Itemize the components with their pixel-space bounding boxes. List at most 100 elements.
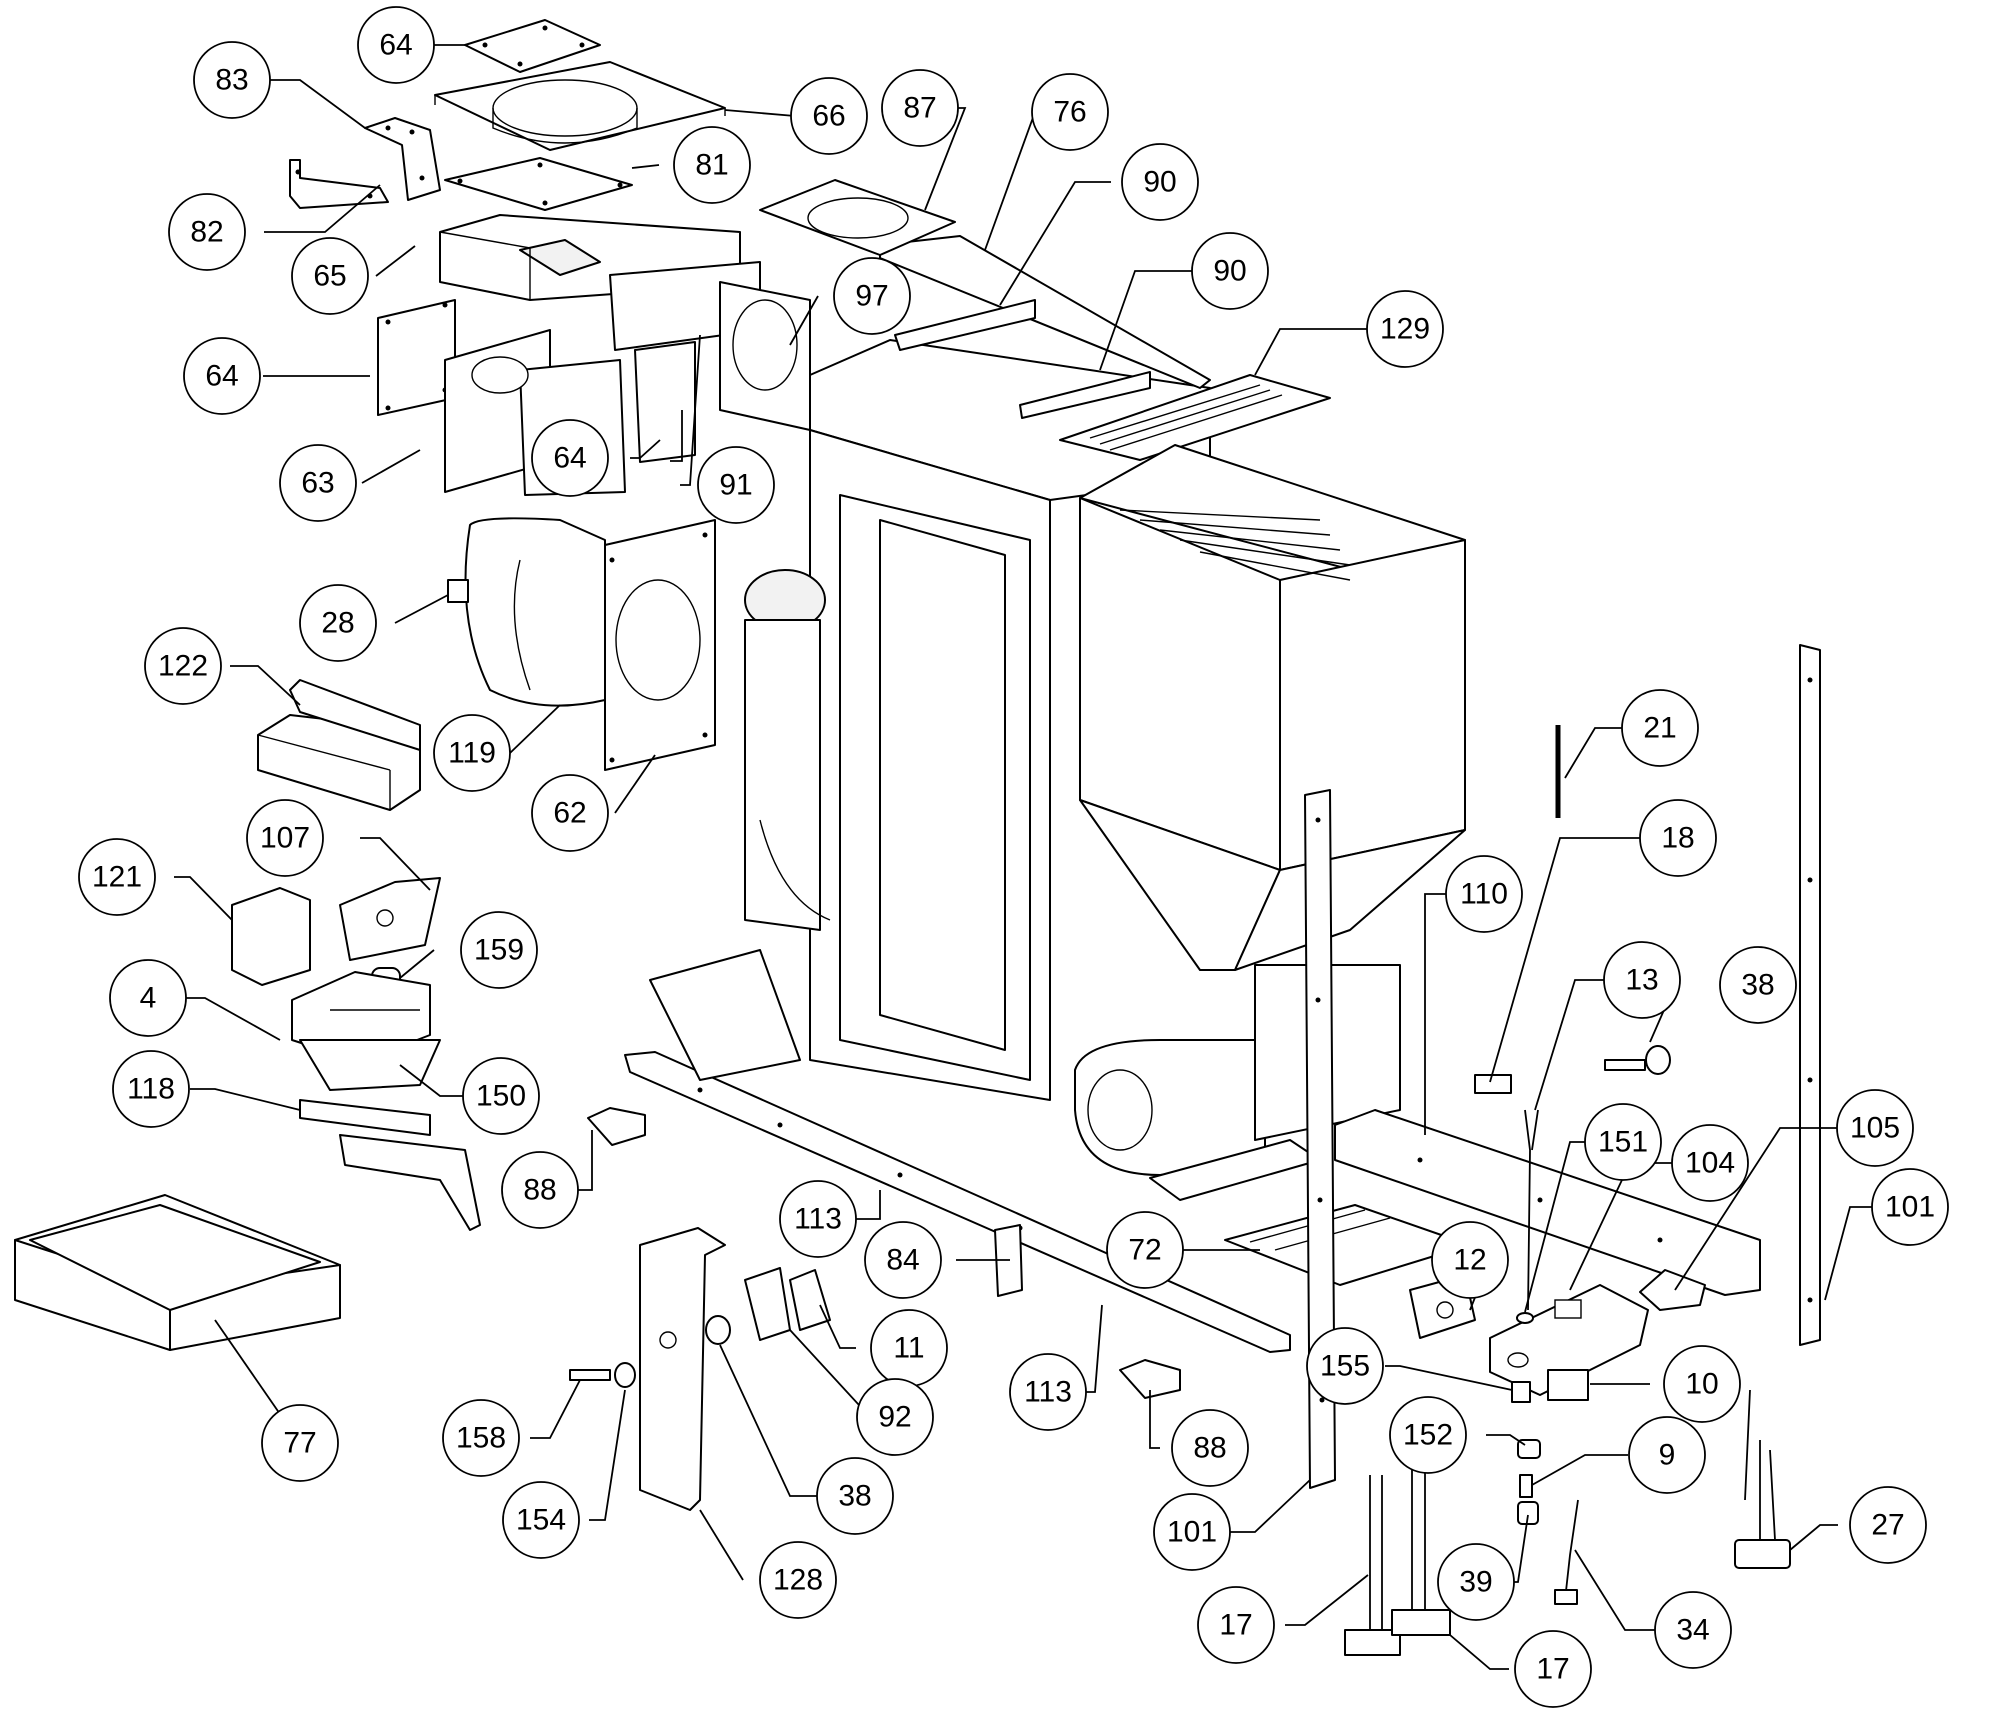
callout-label: 62 (553, 797, 586, 830)
callout-128: 128 (759, 1541, 837, 1619)
part-64-small-plate (634, 341, 696, 463)
part-92-bracket (744, 1267, 791, 1341)
part-151-washer (1516, 1312, 1534, 1324)
callout-label: 91 (719, 469, 752, 502)
part-83-bracket (364, 117, 441, 201)
callout-circle (1031, 73, 1109, 151)
callout-152: 152 (1389, 1396, 1467, 1474)
base-front-left (649, 949, 801, 1081)
callout-107: 107 (246, 799, 324, 877)
callout-34: 34 (1654, 1591, 1732, 1669)
callout-circle (78, 838, 156, 916)
callout-label: 92 (878, 1401, 911, 1434)
part-155-connector (1511, 1381, 1531, 1403)
part-4-burner-body (291, 971, 441, 1091)
part-88-bracket-top (587, 1107, 646, 1146)
callout-17b: 17 (1514, 1630, 1592, 1708)
part-97-duct (719, 281, 811, 431)
callout-label: 152 (1403, 1419, 1453, 1452)
callout-label: 90 (1143, 166, 1176, 199)
callout-110: 110 (1445, 855, 1523, 933)
part-72-base-grate (1224, 1204, 1471, 1286)
callout-circle (1171, 1409, 1249, 1487)
callout-circle (279, 444, 357, 522)
callout-label: 13 (1625, 964, 1658, 997)
callout-label: 154 (516, 1504, 566, 1537)
callout-label: 101 (1167, 1516, 1217, 1549)
callout-39: 39 (1437, 1543, 1515, 1621)
callout-118: 118 (112, 1050, 190, 1128)
callout-circle (833, 257, 911, 335)
parts-drawing (14, 19, 1821, 1656)
part-64-side-plate (377, 299, 456, 416)
callout-92: 92 (856, 1378, 934, 1456)
callout-circle (856, 1378, 934, 1456)
callout-28: 28 (299, 584, 377, 662)
callout-83: 83 (193, 41, 271, 119)
part-107-lid (339, 877, 441, 961)
part-17-foot-right (1391, 1455, 1451, 1636)
callout-label: 38 (838, 1480, 871, 1513)
callout-circle (1621, 689, 1699, 767)
part-38-knob-left (705, 1315, 731, 1345)
callout-circle (1514, 1630, 1592, 1708)
callout-label: 101 (1885, 1191, 1935, 1224)
callout-label: 128 (773, 1564, 823, 1597)
part-88-bracket-bottom (1119, 1359, 1181, 1399)
callout-66: 66 (790, 77, 868, 155)
callout-circle (816, 1457, 894, 1535)
callout-circle (1836, 1089, 1914, 1167)
callout-circle (1849, 1486, 1927, 1564)
callout-circle (261, 1404, 339, 1482)
callout-circle (531, 774, 609, 852)
callout-label: 64 (379, 29, 412, 62)
callout-circle (193, 41, 271, 119)
callout-circle (1628, 1416, 1706, 1494)
callout-label: 64 (553, 442, 586, 475)
callout-circle (1445, 855, 1523, 933)
part-10-relay (1547, 1369, 1589, 1401)
callout-97: 97 (833, 257, 911, 335)
callout-64c: 64 (531, 419, 609, 497)
callout-label: 118 (127, 1073, 175, 1106)
callout-circle (881, 69, 959, 147)
callout-label: 158 (456, 1422, 506, 1455)
callout-circle (1671, 1124, 1749, 1202)
callout-129: 129 (1366, 290, 1444, 368)
callout-87: 87 (881, 69, 959, 147)
callout-label: 4 (140, 982, 157, 1015)
callout-circle (1197, 1586, 1275, 1664)
callout-circle (433, 714, 511, 792)
callout-label: 66 (812, 100, 845, 133)
callout-circle (1121, 143, 1199, 221)
callout-label: 18 (1661, 822, 1694, 855)
part-101-upright-left (1304, 789, 1336, 1489)
callout-circle (864, 1221, 942, 1299)
part-105-bracket (1639, 1269, 1706, 1311)
callout-circle (1871, 1168, 1949, 1246)
callout-label: 12 (1453, 1244, 1486, 1277)
callout-64a: 64 (357, 6, 435, 84)
callout-77: 77 (261, 1404, 339, 1482)
callout-label: 122 (158, 650, 208, 683)
callout-circle (1389, 1396, 1467, 1474)
callout-label: 151 (1598, 1126, 1648, 1159)
callout-label: 65 (313, 260, 346, 293)
part-122-tray (257, 679, 421, 811)
callout-64b: 64 (183, 337, 261, 415)
callout-151: 151 (1584, 1103, 1662, 1181)
part-66-top-flange (434, 61, 726, 151)
callout-label: 129 (1380, 313, 1430, 346)
part-128-plate (639, 1227, 726, 1511)
callout-circle (1366, 290, 1444, 368)
part-38-knob-right (1604, 1045, 1671, 1075)
callout-circle (246, 799, 324, 877)
callout-circle (502, 1481, 580, 1559)
callout-label: 38 (1741, 969, 1774, 1002)
part-27-cable (1734, 1389, 1791, 1569)
callout-label: 110 (1460, 878, 1508, 911)
callout-label: 21 (1643, 712, 1676, 745)
callout-circle (460, 911, 538, 989)
callout-label: 159 (474, 934, 524, 967)
